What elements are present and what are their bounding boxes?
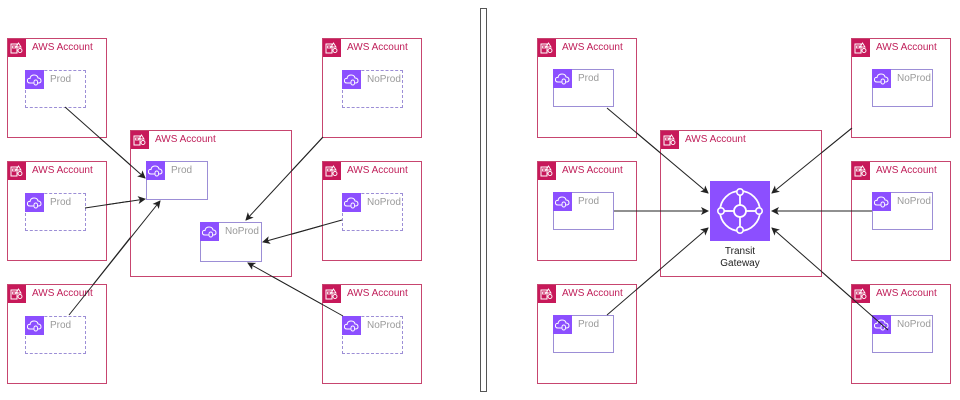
- account-label: AWS Account: [155, 134, 216, 145]
- aws-account-icon: [131, 131, 149, 149]
- aws-account-box[interactable]: AWS Account Prod: [537, 38, 637, 138]
- aws-account-box[interactable]: AWS Account NoProd: [851, 284, 951, 384]
- vpc-cloud-icon: [25, 70, 44, 89]
- hub-aws-account-box[interactable]: AWS Account Prod NoProd: [130, 130, 292, 277]
- transit-gateway-label-line2: Gateway: [720, 258, 760, 269]
- account-label: AWS Account: [32, 165, 93, 176]
- vpc-label: NoProd: [367, 197, 401, 208]
- vpc-cloud-icon: [872, 69, 891, 88]
- vpc-label: NoProd: [897, 196, 931, 207]
- vpc-label: Prod: [50, 74, 72, 85]
- vpc-label: Prod: [50, 320, 72, 331]
- vpc-box[interactable]: NoProd: [342, 316, 403, 354]
- account-label: AWS Account: [347, 42, 408, 53]
- vpc-cloud-icon: [342, 193, 361, 212]
- vpc-cloud-icon: [872, 192, 891, 211]
- aws-account-box[interactable]: AWS Account NoProd: [322, 284, 422, 384]
- vpc-cloud-icon: [553, 192, 572, 211]
- vpc-cloud-icon: [342, 70, 361, 89]
- aws-account-box[interactable]: AWS Account Prod: [7, 284, 107, 384]
- vpc-box[interactable]: Prod: [553, 192, 614, 230]
- aws-account-icon: [661, 131, 679, 149]
- diagram-divider: [480, 8, 487, 392]
- transit-gateway-label-line1: Transit: [724, 246, 756, 257]
- vpc-box[interactable]: Prod: [25, 316, 86, 354]
- vpc-label: NoProd: [897, 73, 931, 84]
- vpc-box[interactable]: NoProd: [872, 69, 933, 107]
- aws-account-icon: [538, 285, 556, 303]
- aws-account-icon: [852, 162, 870, 180]
- vpc-cloud-icon: [342, 316, 361, 335]
- vpc-label: Prod: [578, 319, 600, 330]
- hub-prod-vpc-box[interactable]: Prod: [146, 161, 208, 200]
- aws-account-box[interactable]: AWS Account NoProd: [851, 161, 951, 261]
- vpc-cloud-icon: [553, 315, 572, 334]
- aws-account-box[interactable]: AWS Account NoProd: [322, 38, 422, 138]
- aws-account-box[interactable]: AWS Account Prod: [7, 161, 107, 261]
- account-label: AWS Account: [562, 42, 623, 53]
- vpc-box[interactable]: NoProd: [342, 193, 403, 231]
- aws-account-icon: [538, 162, 556, 180]
- vpc-cloud-icon: [25, 316, 44, 335]
- account-label: AWS Account: [562, 288, 623, 299]
- account-label: AWS Account: [685, 134, 746, 145]
- account-label: AWS Account: [347, 288, 408, 299]
- vpc-label: Prod: [578, 73, 600, 84]
- vpc-label: NoProd: [367, 320, 401, 331]
- account-label: AWS Account: [32, 42, 93, 53]
- vpc-cloud-icon: [25, 193, 44, 212]
- account-label: AWS Account: [876, 42, 937, 53]
- vpc-box[interactable]: Prod: [553, 315, 614, 353]
- vpc-cloud-icon: [872, 315, 891, 334]
- account-label: AWS Account: [347, 165, 408, 176]
- vpc-label: NoProd: [897, 319, 931, 330]
- vpc-label: Prod: [50, 197, 72, 208]
- aws-account-box[interactable]: AWS Account Prod: [537, 284, 637, 384]
- aws-account-icon: [852, 285, 870, 303]
- vpc-label: Prod: [578, 196, 600, 207]
- aws-account-box[interactable]: AWS Account Prod: [537, 161, 637, 261]
- aws-account-icon: [8, 285, 26, 303]
- aws-account-box[interactable]: AWS Account Prod: [7, 38, 107, 138]
- aws-account-icon: [323, 39, 341, 57]
- aws-account-box[interactable]: AWS Account NoProd: [851, 38, 951, 138]
- account-label: AWS Account: [876, 165, 937, 176]
- vpc-cloud-icon: [553, 69, 572, 88]
- account-label: AWS Account: [32, 288, 93, 299]
- transit-gateway-icon[interactable]: [710, 181, 770, 241]
- vpc-box[interactable]: NoProd: [872, 192, 933, 230]
- vpc-box[interactable]: NoProd: [872, 315, 933, 353]
- vpc-box[interactable]: Prod: [553, 69, 614, 107]
- aws-account-icon: [538, 39, 556, 57]
- vpc-cloud-icon: [146, 161, 165, 180]
- transit-gateway-label: Transit Gateway: [700, 246, 780, 270]
- vpc-cloud-icon: [200, 222, 219, 241]
- vpc-box[interactable]: Prod: [25, 70, 86, 108]
- hub-noprod-vpc-box[interactable]: NoProd: [200, 222, 262, 262]
- aws-account-icon: [323, 285, 341, 303]
- account-label: AWS Account: [876, 288, 937, 299]
- aws-account-icon: [852, 39, 870, 57]
- vpc-label: NoProd: [367, 74, 401, 85]
- account-label: AWS Account: [562, 165, 623, 176]
- vpc-label: NoProd: [225, 226, 259, 237]
- vpc-box[interactable]: NoProd: [342, 70, 403, 108]
- aws-account-icon: [323, 162, 341, 180]
- aws-account-icon: [8, 39, 26, 57]
- vpc-label: Prod: [171, 165, 193, 176]
- aws-account-icon: [8, 162, 26, 180]
- aws-account-box[interactable]: AWS Account NoProd: [322, 161, 422, 261]
- vpc-box[interactable]: Prod: [25, 193, 86, 231]
